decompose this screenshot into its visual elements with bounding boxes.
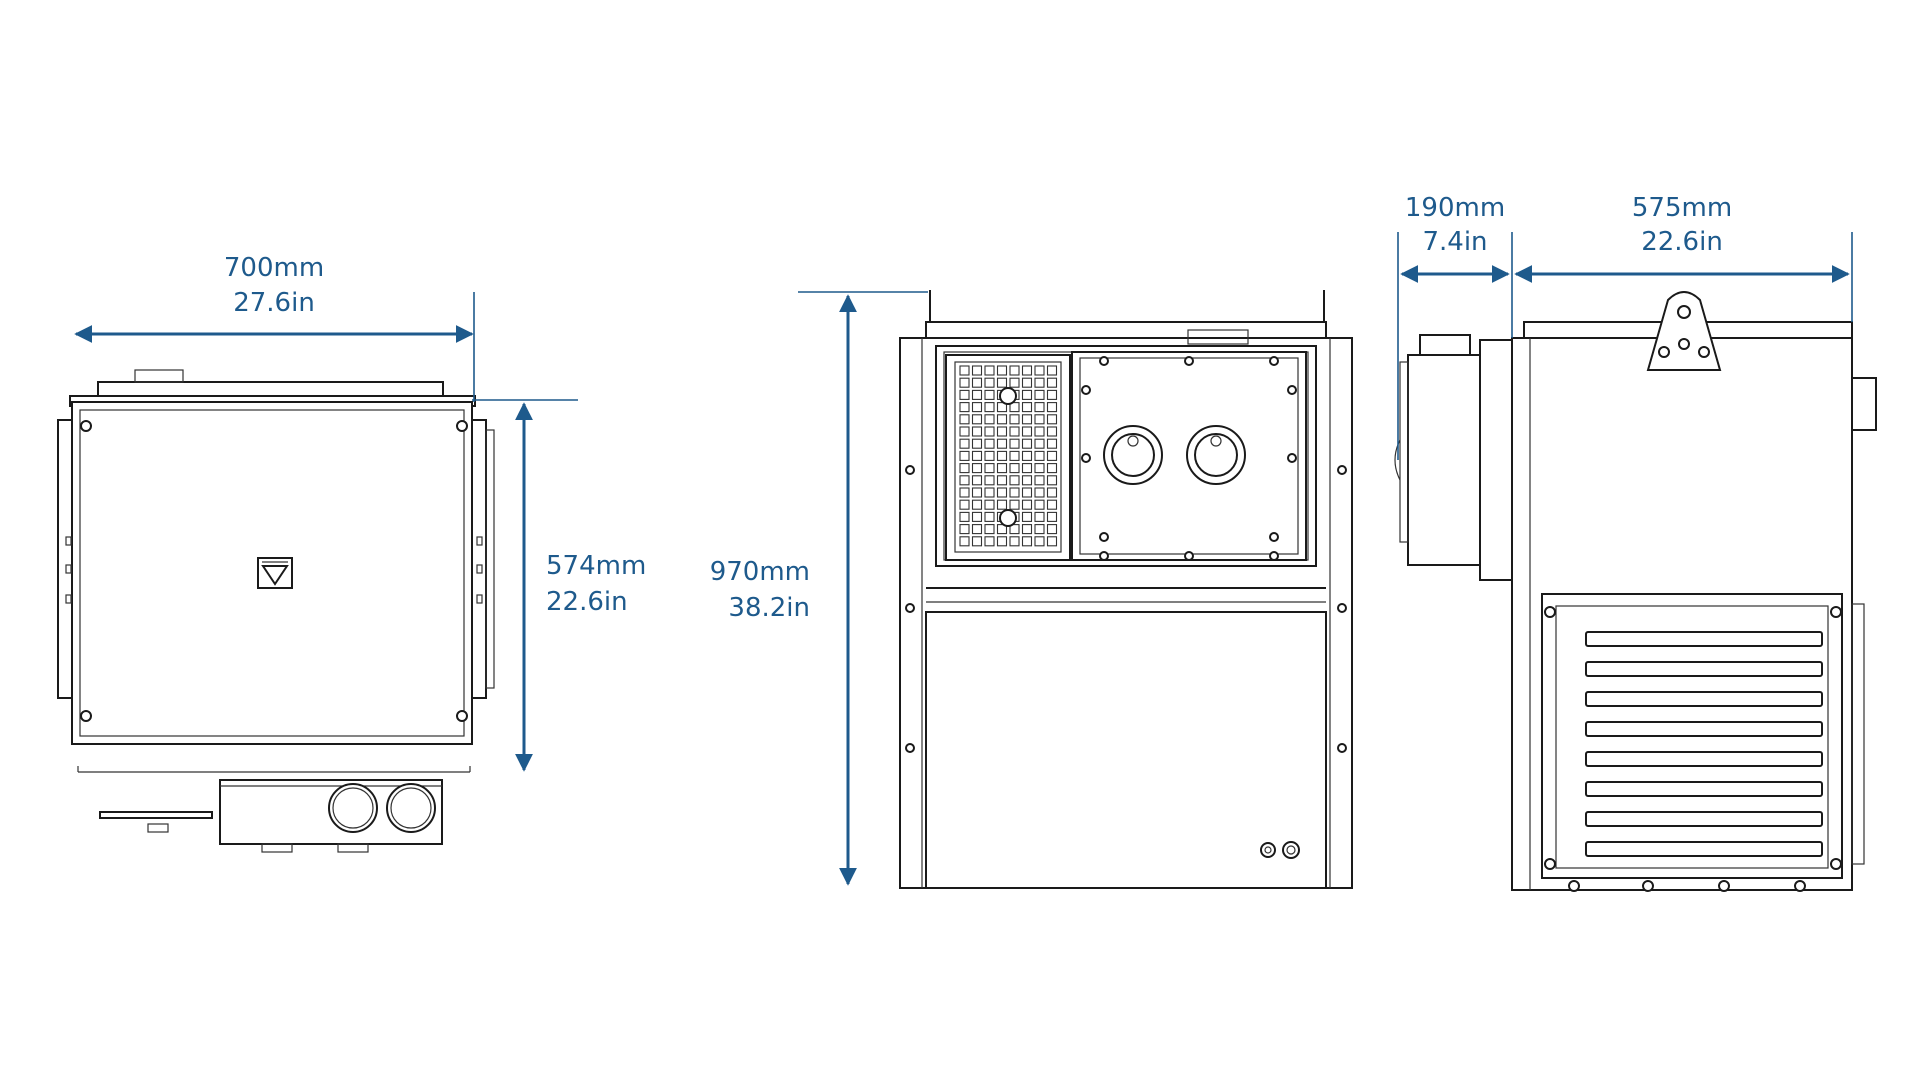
- dim-top-depth-in: 22.6in: [546, 587, 628, 617]
- dim-side-depth-mm: 575mm: [1632, 193, 1732, 223]
- dimension-side-depth: 575mm 22.6in: [1514, 193, 1853, 322]
- top-view: [57, 369, 495, 853]
- filter-grid: [959, 365, 1058, 547]
- warning-triangle-icon: [257, 557, 293, 589]
- dimension-front-height: 970mm 38.2in: [710, 291, 928, 886]
- side-view: [1394, 291, 1877, 892]
- dim-front-height-in: 38.2in: [728, 593, 810, 623]
- dimension-side-projection: 190mm 7.4in: [1397, 193, 1513, 460]
- dim-top-width-in: 27.6in: [233, 288, 315, 318]
- front-view: [899, 290, 1353, 889]
- dim-side-depth-in: 22.6in: [1641, 227, 1723, 257]
- dimension-top-width: 700mm 27.6in: [74, 253, 475, 402]
- dim-front-height-mm: 970mm: [710, 557, 810, 587]
- dimension-top-depth: 574mm 22.6in: [472, 399, 646, 772]
- dim-top-width-mm: 700mm: [224, 253, 324, 283]
- dim-side-projection-in: 7.4in: [1422, 227, 1487, 257]
- dim-side-projection-mm: 190mm: [1405, 193, 1505, 223]
- dim-top-depth-mm: 574mm: [546, 551, 646, 581]
